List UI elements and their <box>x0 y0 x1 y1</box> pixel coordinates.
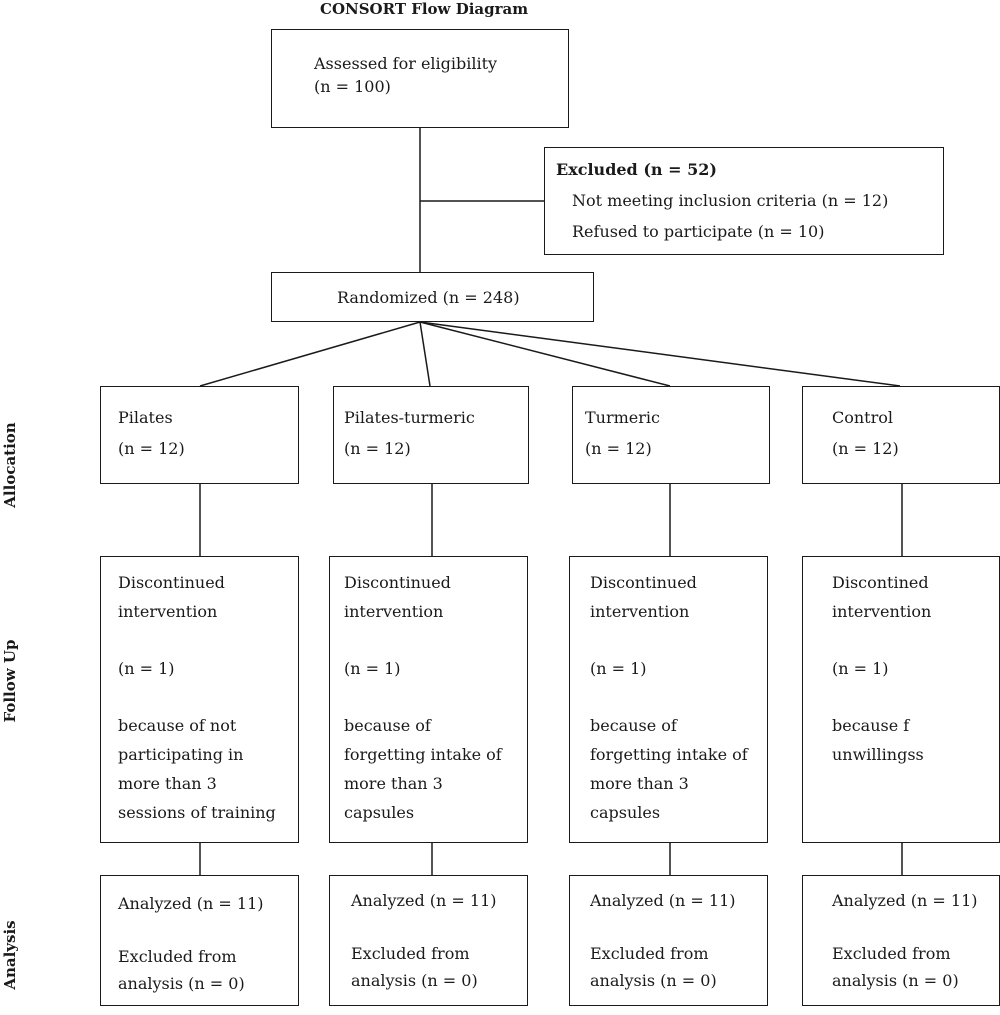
analysis-line: Excluded from <box>832 944 951 963</box>
followup-line: forgetting intake of <box>590 745 748 764</box>
group-count: (n = 12) <box>585 439 652 458</box>
analysis-line: analysis (n = 0) <box>118 974 245 993</box>
group-name: Turmeric <box>585 408 660 427</box>
analysis-line: Excluded from <box>351 944 470 963</box>
followup-line: sessions of training <box>118 803 276 822</box>
diagram-title: CONSORT Flow Diagram <box>320 0 529 18</box>
excluded-box: Excluded (n = 52) Not meeting inclusion … <box>544 147 944 255</box>
excluded-label: Excluded (n = 52) <box>556 160 717 179</box>
analysis-line: Excluded from <box>118 947 237 966</box>
followup-line: more than 3 <box>344 774 443 793</box>
followup-line: (n = 1) <box>590 659 647 678</box>
followup-line: intervention <box>590 602 690 621</box>
followup-box-turmeric: Discontinued intervention (n = 1) becaus… <box>569 556 768 843</box>
analysis-line: Analyzed (n = 11) <box>590 891 736 910</box>
followup-line: because f <box>832 716 910 735</box>
group-count: (n = 12) <box>832 439 899 458</box>
group-name: Pilates <box>118 408 173 427</box>
group-count: (n = 12) <box>344 439 411 458</box>
followup-line: (n = 1) <box>344 659 401 678</box>
analysis-box-pilates: Analyzed (n = 11) Excluded from analysis… <box>100 875 299 1006</box>
followup-box-pilates: Discontinued intervention (n = 1) becaus… <box>100 556 299 843</box>
followup-line: capsules <box>590 803 661 822</box>
randomized-to-turmeric-line <box>419 321 671 387</box>
analysis-line: Analyzed (n = 11) <box>832 891 978 910</box>
stage-label-allocation: Allocation <box>1 422 19 508</box>
analysis-box-turmeric: Analyzed (n = 11) Excluded from analysis… <box>569 875 768 1006</box>
followup-line: (n = 1) <box>832 659 889 678</box>
analysis-line: Analyzed (n = 11) <box>118 894 264 913</box>
randomized-label: Randomized (n = 248) <box>337 288 520 307</box>
group-name: Pilates-turmeric <box>344 408 475 427</box>
excluded-reason: Refused to participate (n = 10) <box>572 222 825 241</box>
followup-line: participating in <box>118 745 244 764</box>
allocation-box-control: Control (n = 12) <box>802 386 1000 484</box>
group-count: (n = 12) <box>118 439 185 458</box>
stage-label-analysis: Analysis <box>1 920 19 990</box>
assessed-label: Assessed for eligibility <box>314 54 498 73</box>
followup-line: Discontinued <box>344 573 451 592</box>
randomized-box: Randomized (n = 248) <box>271 272 594 322</box>
analysis-line: analysis (n = 0) <box>832 971 959 990</box>
followup-line: intervention <box>832 602 932 621</box>
allocation-box-pilates: Pilates (n = 12) <box>100 386 299 484</box>
followup-line: more than 3 <box>590 774 689 793</box>
followup-line: unwillingss <box>832 745 924 764</box>
analysis-box-control: Analyzed (n = 11) Excluded from analysis… <box>802 875 1000 1006</box>
stage-label-follow-up: Follow Up <box>1 639 19 723</box>
followup-line: Discontined <box>832 573 929 592</box>
followup-line: capsules <box>344 803 415 822</box>
group-name: Control <box>832 408 894 427</box>
followup-line: intervention <box>118 602 218 621</box>
followup-box-control: Discontined intervention (n = 1) because… <box>802 556 1000 843</box>
followup-line: because of not <box>118 716 237 735</box>
analysis-line: analysis (n = 0) <box>590 971 717 990</box>
analysis-line: analysis (n = 0) <box>351 971 478 990</box>
followup-line: because of <box>344 716 431 735</box>
followup-box-pilates-turmeric: Discontinued intervention (n = 1) becaus… <box>329 556 528 843</box>
assessed-box: Assessed for eligibility (n = 100) <box>271 29 569 128</box>
followup-line: intervention <box>344 602 444 621</box>
assessed-count: (n = 100) <box>314 77 391 96</box>
randomized-to-pilates-turmeric-line <box>419 321 431 387</box>
followup-line: more than 3 <box>118 774 217 793</box>
followup-line: Discontinued <box>590 573 697 592</box>
randomized-to-pilates-line <box>199 321 421 387</box>
analysis-line: Analyzed (n = 11) <box>351 891 497 910</box>
excluded-reason: Not meeting inclusion criteria (n = 12) <box>572 191 889 210</box>
randomized-to-control-line <box>419 321 901 387</box>
followup-line: because of <box>590 716 677 735</box>
analysis-line: Excluded from <box>590 944 709 963</box>
analysis-box-pilates-turmeric: Analyzed (n = 11) Excluded from analysis… <box>329 875 528 1006</box>
allocation-box-pilates-turmeric: Pilates-turmeric (n = 12) <box>333 386 529 484</box>
followup-line: (n = 1) <box>118 659 175 678</box>
allocation-box-turmeric: Turmeric (n = 12) <box>572 386 770 484</box>
followup-line: Discontinued <box>118 573 225 592</box>
followup-line: forgetting intake of <box>344 745 502 764</box>
